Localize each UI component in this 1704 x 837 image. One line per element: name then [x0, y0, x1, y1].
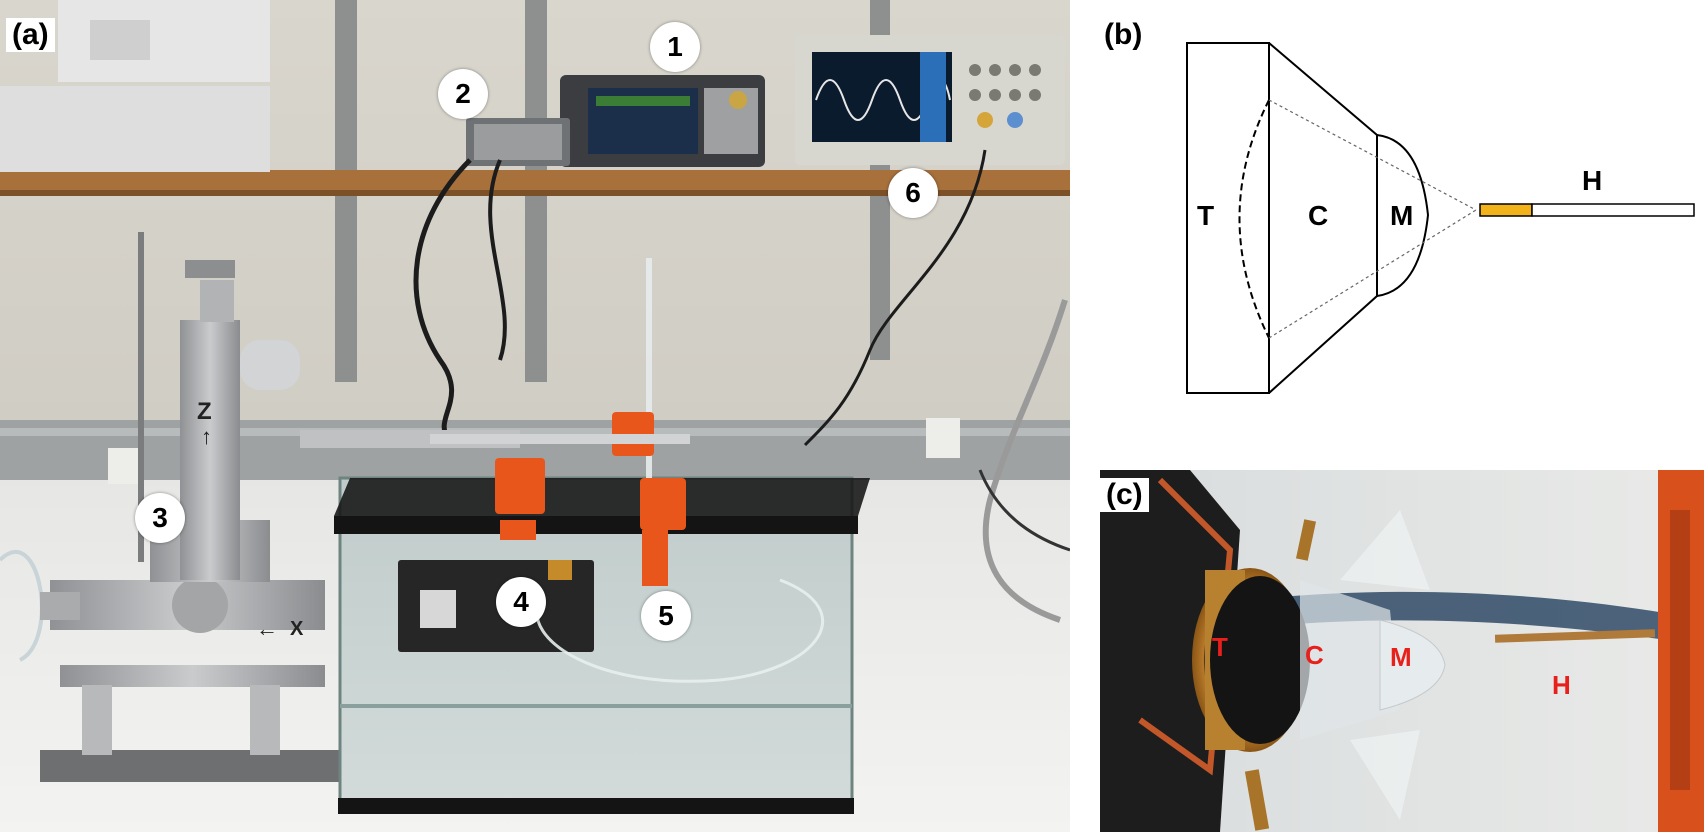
- stage-up-arrow-icon: ↑: [201, 424, 212, 449]
- marker-3: 3: [135, 493, 185, 543]
- marker-2: 2: [438, 69, 488, 119]
- panel-a-label: (a): [6, 18, 55, 52]
- transducer-schematic: [1186, 42, 1695, 394]
- panel-a-photo: (a) 1 2 3 4 5 6 Z ↑ ← X: [0, 0, 1071, 832]
- photo-label-h: H: [1552, 670, 1571, 700]
- panel-c-label: (c): [1100, 478, 1149, 512]
- panel-b-schematic: (b) T C M H: [1070, 0, 1704, 460]
- transducer-closeup-photo: [1100, 470, 1704, 832]
- schematic-label-h: H: [1582, 165, 1603, 196]
- photo-label-m: M: [1390, 642, 1412, 672]
- schematic-label-m: M: [1390, 200, 1414, 231]
- schematic-label-c: C: [1308, 200, 1329, 231]
- needle-tip: [1479, 203, 1533, 217]
- schematic-label-t: T: [1197, 200, 1215, 231]
- panel-b-label: (b): [1098, 18, 1149, 52]
- lab-setup-photo: [0, 0, 1071, 832]
- marker-6: 6: [888, 168, 938, 218]
- stage-x-axis-label: X: [290, 618, 304, 640]
- marker-4: 4: [496, 577, 546, 627]
- photo-label-t: T: [1212, 632, 1228, 662]
- panel-c-photo: (c) T C M H: [1100, 470, 1704, 832]
- photo-label-c: C: [1305, 640, 1324, 670]
- stage-left-arrow-icon: ←: [256, 616, 278, 641]
- stage-z-axis-label: Z: [197, 398, 212, 425]
- marker-1: 1: [650, 22, 700, 72]
- marker-5: 5: [641, 591, 691, 641]
- needle-body: [1531, 203, 1695, 217]
